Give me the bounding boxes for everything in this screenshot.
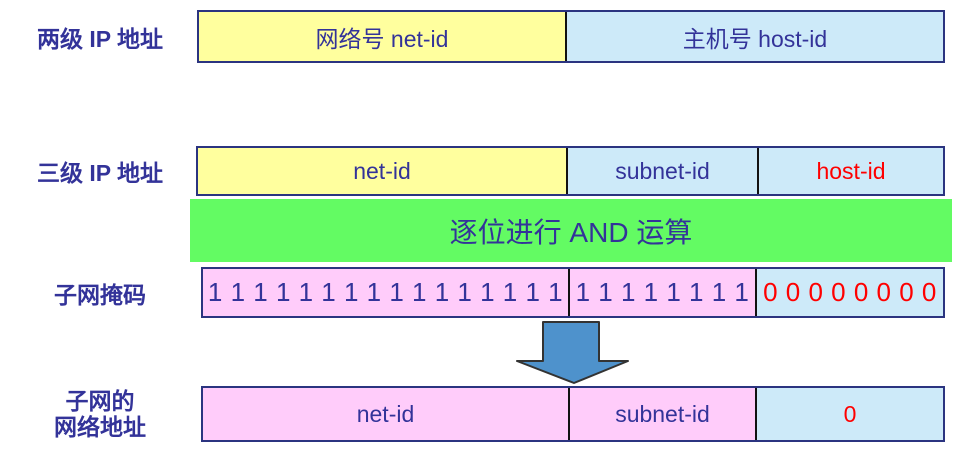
- result-subnetid-cell: subnet-id: [568, 388, 755, 440]
- two-level-hostid-cell: 主机号 host-id: [565, 12, 943, 61]
- two-level-ip-bar: 网络号 net-id 主机号 host-id: [197, 10, 945, 63]
- three-level-ip-label: 三级 IP 地址: [36, 160, 164, 186]
- subnet-network-address-label: 子网的 网络地址: [8, 386, 192, 442]
- three-level-netid-cell: net-id: [198, 148, 566, 194]
- three-level-hostid-cell: host-id: [757, 148, 943, 194]
- and-operation-banner: 逐位进行 AND 运算: [190, 199, 952, 262]
- subnet-mask-label: 子网掩码: [54, 281, 146, 308]
- three-level-ip-bar: net-id subnet-id host-id: [196, 146, 945, 196]
- result-host-zero-cell: 0: [755, 388, 943, 440]
- down-arrow-icon: [514, 321, 634, 385]
- mask-subnet-bits-cell: 1 1 1 1 1 1 1 1: [568, 269, 755, 316]
- two-level-netid-cell: 网络号 net-id: [199, 12, 565, 61]
- mask-net-bits-cell: 1 1 1 1 1 1 1 1 1 1 1 1 1 1 1 1: [203, 269, 568, 316]
- two-level-ip-label: 两级 IP 地址: [36, 25, 164, 52]
- subnet-mask-bar: 1 1 1 1 1 1 1 1 1 1 1 1 1 1 1 1 1 1 1 1 …: [201, 267, 945, 318]
- mask-host-bits-cell: 0 0 0 0 0 0 0 0: [755, 269, 943, 316]
- result-netid-cell: net-id: [203, 388, 568, 440]
- subnet-network-address-label-line2: 网络地址: [54, 414, 146, 440]
- three-level-subnetid-cell: subnet-id: [566, 148, 757, 194]
- subnet-network-address-bar: net-id subnet-id 0: [201, 386, 945, 442]
- subnet-network-address-label-line1: 子网的: [65, 387, 135, 414]
